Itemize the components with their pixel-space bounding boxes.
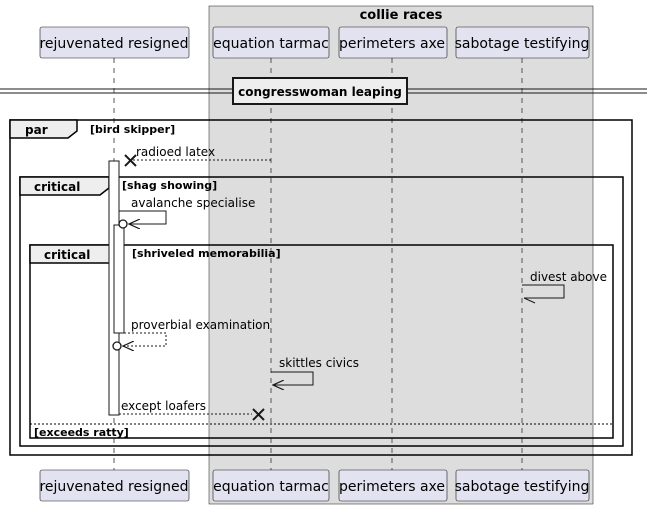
svg-text:[shag showing]: [shag showing]	[122, 179, 217, 192]
message-except-loafers: except loafers	[119, 399, 265, 421]
svg-text:congresswoman leaping: congresswoman leaping	[238, 85, 402, 99]
svg-text:sabotage testifying: sabotage testifying	[455, 479, 590, 495]
svg-text:divest above: divest above	[530, 270, 607, 284]
fragment-critical-inner: critical [shriveled memorabilia] [exceed…	[29, 244, 614, 439]
svg-text:[exceeds ratty]: [exceeds ratty]	[34, 426, 129, 439]
participant-perimeters-bottom[interactable]: perimeters axe	[338, 469, 448, 502]
participant-equation-bottom[interactable]: equation tarmac	[212, 469, 330, 502]
fragment-critical-outer: critical [shag showing]	[19, 176, 624, 447]
svg-text:proverbial examination: proverbial examination	[131, 318, 270, 332]
svg-text:equation tarmac: equation tarmac	[213, 36, 329, 52]
svg-text:critical: critical	[34, 180, 80, 194]
participant-perimeters-top[interactable]: perimeters axe	[338, 26, 448, 59]
svg-text:avalanche specialise: avalanche specialise	[131, 196, 255, 210]
svg-text:[shriveled memorabilia]: [shriveled memorabilia]	[132, 247, 281, 260]
message-avalanche-specialise: avalanche specialise	[118, 196, 255, 228]
svg-text:rejuvenated resigned: rejuvenated resigned	[39, 479, 188, 495]
participant-sabotage-top[interactable]: sabotage testifying	[455, 26, 590, 59]
divider: congresswoman leaping	[0, 77, 647, 105]
message-skittles-civics: skittles civics	[271, 356, 359, 385]
message-divest-above: divest above	[522, 270, 607, 304]
svg-text:skittles civics: skittles civics	[279, 356, 359, 370]
activation-rejuvenated-inner	[113, 224, 125, 334]
svg-text:sabotage testifying: sabotage testifying	[455, 36, 590, 52]
message-radioed-latex: radioed latex	[124, 145, 271, 167]
svg-text:except loafers: except loafers	[121, 399, 206, 413]
participant-equation-top[interactable]: equation tarmac	[212, 26, 330, 59]
svg-text:critical: critical	[44, 248, 90, 262]
svg-text:perimeters axe: perimeters axe	[339, 479, 445, 495]
message-proverbial-examination: proverbial examination	[112, 318, 270, 350]
fragment-par: par [bird skipper]	[9, 119, 633, 456]
svg-text:perimeters axe: perimeters axe	[339, 36, 445, 52]
svg-text:equation tarmac: equation tarmac	[213, 479, 329, 495]
participant-sabotage-bottom[interactable]: sabotage testifying	[455, 469, 590, 502]
svg-text:[bird skipper]: [bird skipper]	[90, 123, 175, 136]
svg-text:radioed latex: radioed latex	[136, 145, 215, 159]
participant-rejuvenated-top[interactable]: rejuvenated resigned	[39, 26, 190, 59]
box-group-title: collie races	[360, 8, 443, 23]
participant-rejuvenated-bottom[interactable]: rejuvenated resigned	[39, 469, 190, 502]
svg-text:rejuvenated resigned: rejuvenated resigned	[39, 36, 188, 52]
svg-text:par: par	[25, 123, 48, 137]
